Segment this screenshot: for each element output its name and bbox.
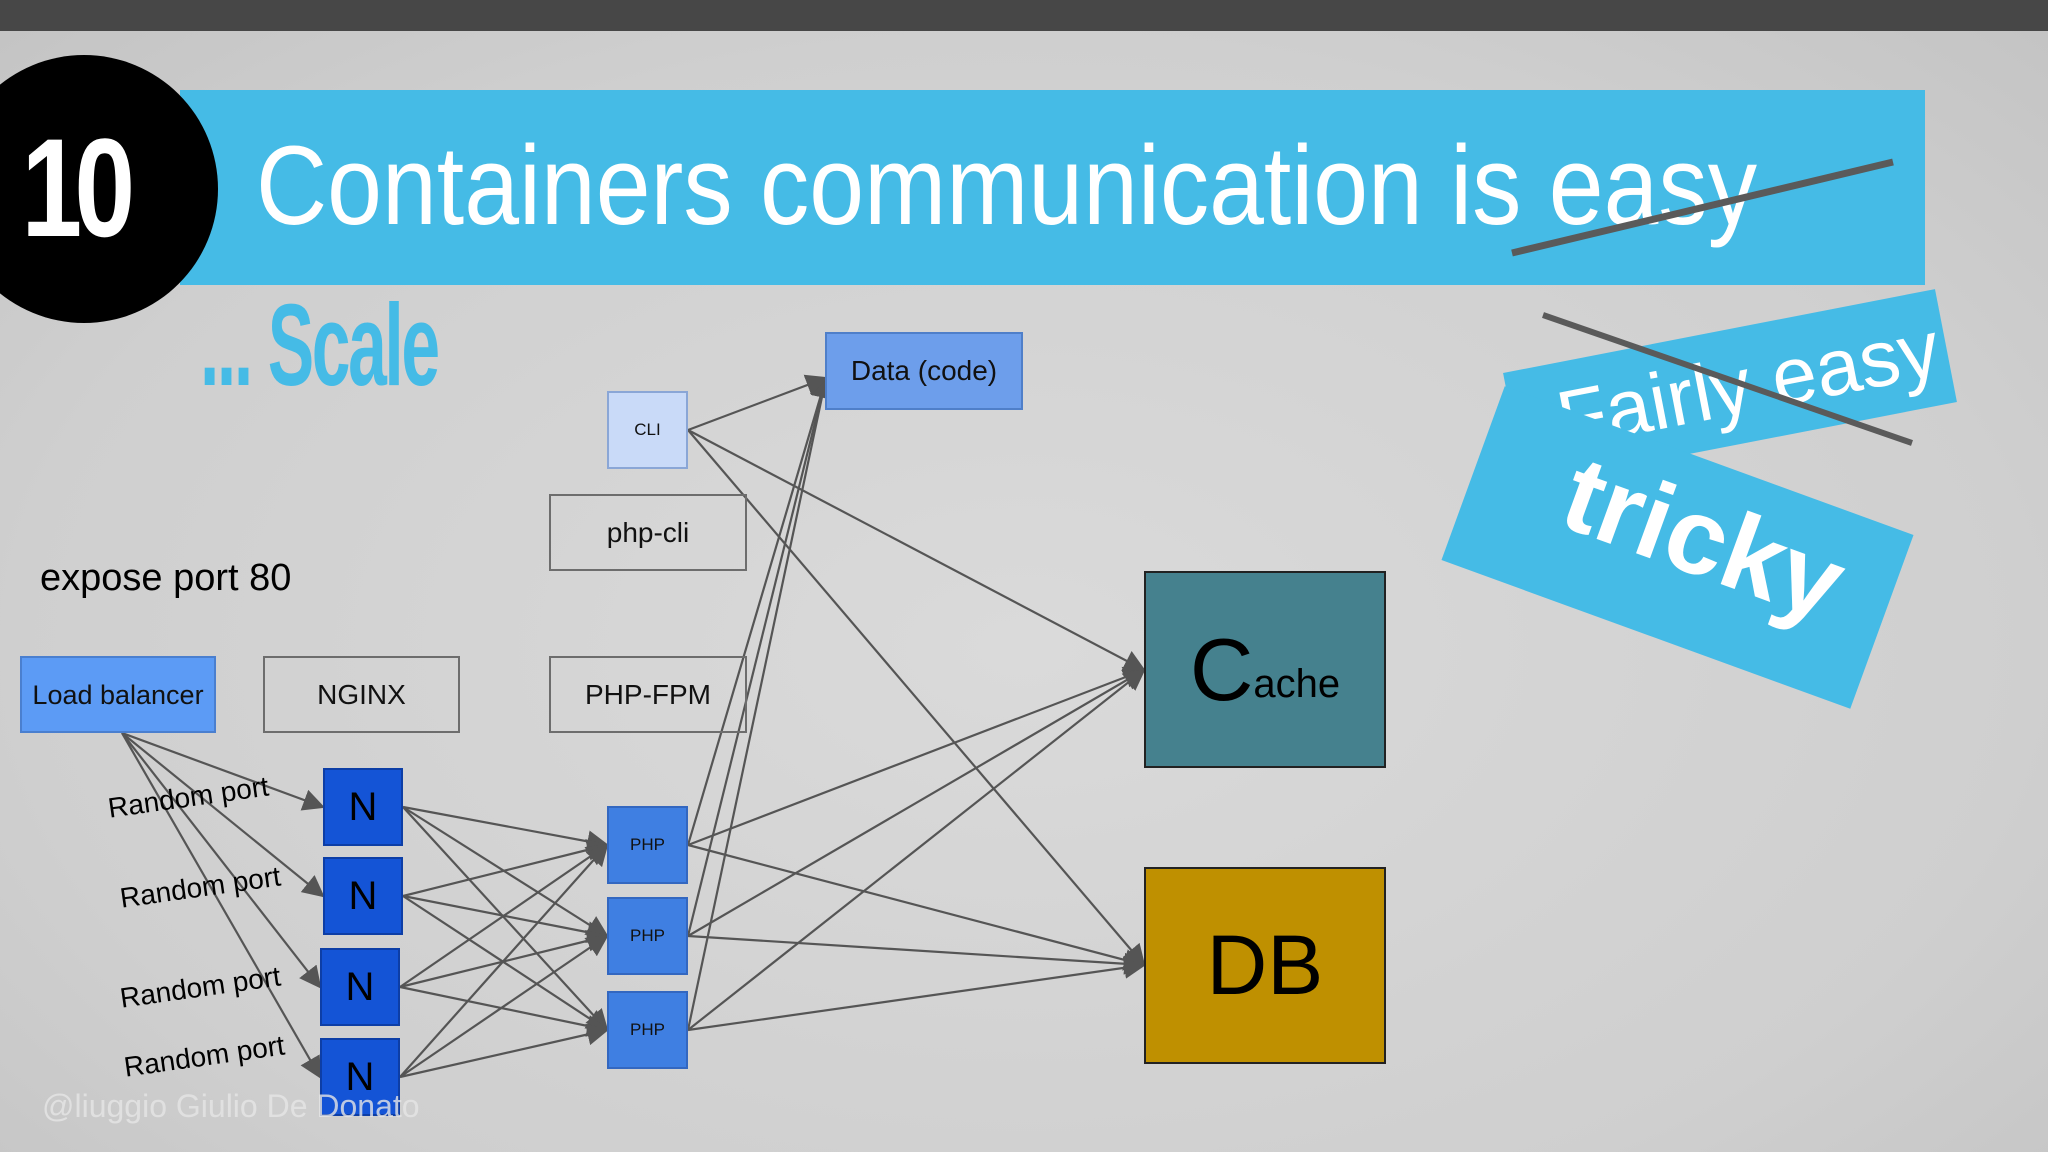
nginx-node: N	[323, 768, 403, 846]
php-fpm-box: PHP-FPM	[549, 656, 747, 733]
slide-number: 10	[21, 109, 135, 266]
cache-label-initial: C	[1189, 619, 1254, 719]
cli-label: CLI	[634, 420, 661, 439]
nginx-node: N	[323, 857, 403, 935]
slide-subtitle: ... Scale	[200, 280, 440, 410]
data-code-box: Data (code)	[825, 332, 1023, 410]
db-label: DB	[1206, 918, 1324, 1012]
php-node: PHP	[607, 991, 688, 1069]
load-balancer-label: Load balancer	[32, 679, 204, 710]
nginx-box: NGINX	[263, 656, 460, 733]
nginx-node-label: N	[345, 964, 375, 1009]
cache-label-rest: ache	[1253, 662, 1341, 706]
nginx-node-label: N	[345, 1054, 375, 1099]
php-node-label: PHP	[630, 1020, 665, 1039]
php-cli-label: php-cli	[606, 516, 690, 548]
nginx-node: N	[320, 948, 400, 1026]
nginx-node-label: N	[348, 873, 378, 918]
php-node: PHP	[607, 897, 688, 975]
php-node: PHP	[607, 806, 688, 884]
nginx-node: N	[320, 1038, 400, 1116]
load-balancer-box: Load balancer	[20, 656, 216, 733]
php-cli-box: php-cli	[549, 494, 747, 571]
slide-number-badge	[0, 55, 218, 323]
data-code-label: Data (code)	[850, 355, 998, 386]
expose-port-label: expose port 80	[40, 557, 292, 599]
php-node-label: PHP	[630, 926, 665, 945]
cli-box: CLI	[607, 391, 688, 469]
top-bar	[0, 0, 2048, 31]
php-node-label: PHP	[630, 835, 665, 854]
php-fpm-label: PHP-FPM	[585, 678, 711, 710]
nginx-node-label: N	[348, 784, 378, 829]
slide-title: Containers communication is easy	[256, 123, 1757, 248]
db-box: DB	[1144, 867, 1386, 1064]
watermark: @liuggio Giulio De Donato	[42, 1088, 420, 1124]
nginx-label: NGINX	[317, 678, 406, 710]
